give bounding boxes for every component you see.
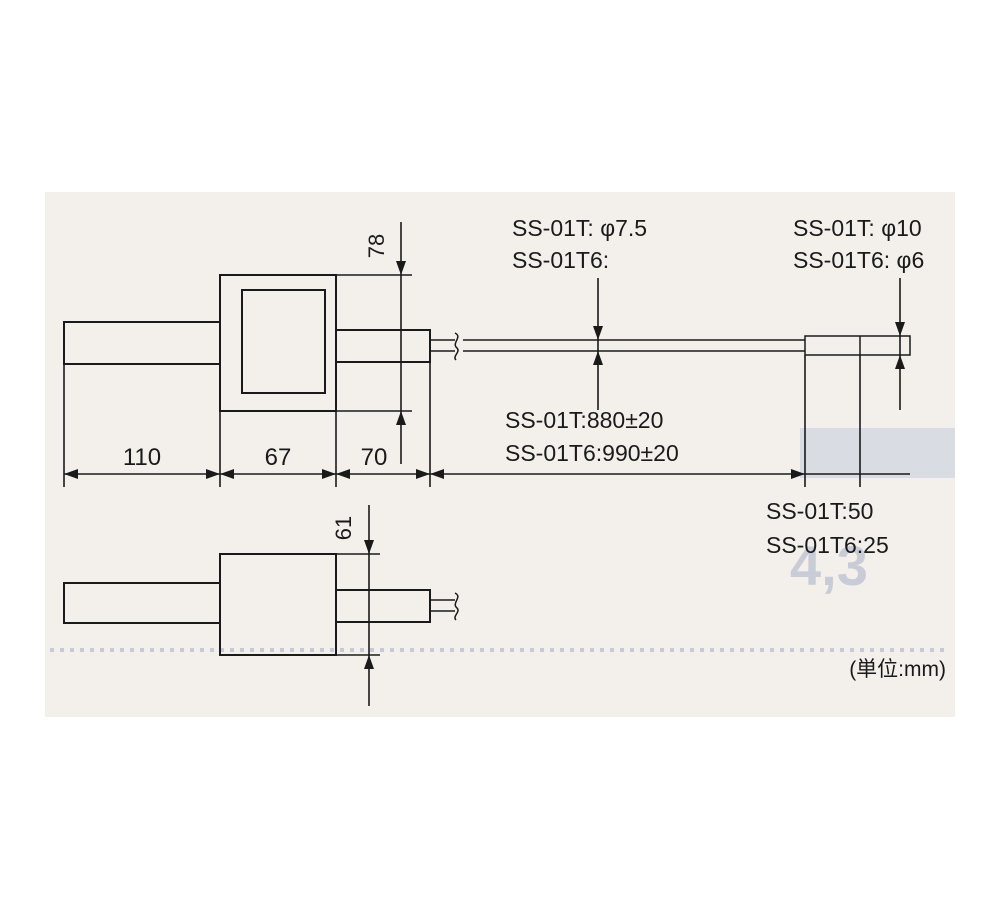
side-neck-outline [335, 589, 431, 623]
dim-67: 67 [265, 444, 292, 471]
horizontal-dimensions: 110 67 70 [63, 355, 910, 487]
side-view [63, 553, 459, 656]
end-length-label-1: SS-01T:50 [766, 498, 873, 524]
end-diameter-label-1: SS-01T: φ10 [793, 215, 922, 241]
dim-61: 61 [331, 516, 356, 540]
length-label-1: SS-01T:880±20 [505, 407, 663, 433]
unit-label: (単位:mm) [849, 658, 946, 681]
neck-outline [335, 329, 431, 363]
side-handle-outline [63, 582, 221, 624]
tip-diameter-callout: SS-01T: φ7.5 SS-01T6: [512, 215, 647, 410]
end-length-label-2: SS-01T6:25 [766, 532, 889, 558]
dim-78: 78 [364, 234, 389, 258]
vertical-dimension-78: 78 [336, 222, 412, 464]
dim-110: 110 [123, 444, 161, 471]
vertical-dimension-61: 61 [331, 505, 380, 706]
side-body-outline [219, 553, 337, 656]
background-artifacts: 4,3 [50, 428, 955, 652]
body-outline [219, 274, 337, 412]
tip-diameter-label-1: SS-01T: φ7.5 [512, 215, 647, 241]
top-view [63, 274, 911, 412]
tip-diameter-label-2: SS-01T6: [512, 247, 609, 273]
length-label-2: SS-01T6:990±20 [505, 440, 679, 466]
handle-outline [63, 321, 221, 365]
dim-70: 70 [361, 444, 388, 471]
svg-text:4,3: 4,3 [790, 534, 868, 597]
display-window [241, 289, 326, 394]
end-diameter-callout: SS-01T: φ10 SS-01T6: φ6 [793, 215, 924, 410]
probe-end [804, 335, 911, 356]
end-diameter-label-2: SS-01T6: φ6 [793, 247, 924, 273]
